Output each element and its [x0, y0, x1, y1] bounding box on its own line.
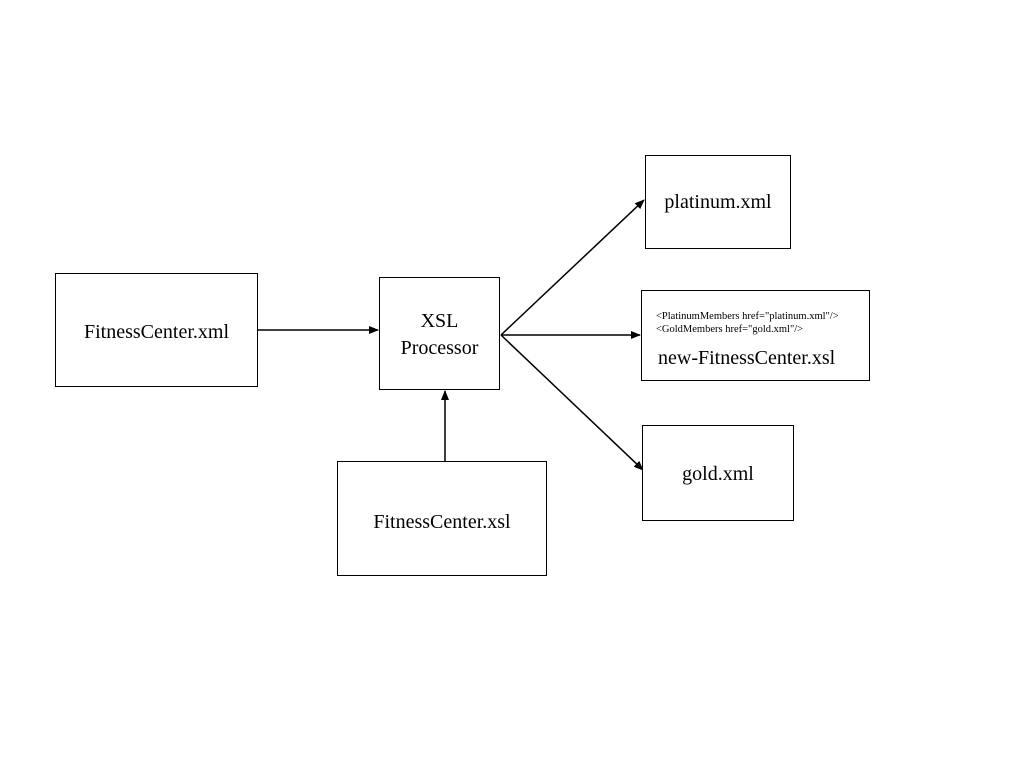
platinum-xml-node: platinum.xml [645, 155, 791, 249]
new-fitness-center-xsl-node: <PlatinumMembers href="platinum.xml"/> <… [641, 290, 870, 381]
arrow-processor-to-gold [500, 334, 644, 471]
fitness-center-xsl-label: FitnessCenter.xsl [373, 511, 511, 533]
gold-members-code-line: <GoldMembers href="gold.xml"/> [656, 324, 804, 335]
gold-xml-label: gold.xml [682, 463, 754, 485]
platinum-members-code-line: <PlatinumMembers href="platinum.xml"/> [656, 311, 839, 322]
fitness-center-xml-label: FitnessCenter.xml [84, 321, 229, 343]
platinum-xml-label: platinum.xml [664, 191, 772, 213]
new-fitness-center-xsl-label: new-FitnessCenter.xsl [658, 347, 836, 369]
fitness-center-xsl-node: FitnessCenter.xsl [337, 461, 547, 576]
arrow-processor-to-platinum [500, 199, 645, 336]
xsl-processor-label-line1: XSL [420, 310, 459, 332]
gold-xml-node: gold.xml [642, 425, 794, 521]
xsl-processor-node: XSL Processor [379, 277, 500, 390]
xsl-processor-label-line2: Processor [400, 337, 479, 359]
fitness-center-xml-node: FitnessCenter.xml [55, 273, 258, 387]
